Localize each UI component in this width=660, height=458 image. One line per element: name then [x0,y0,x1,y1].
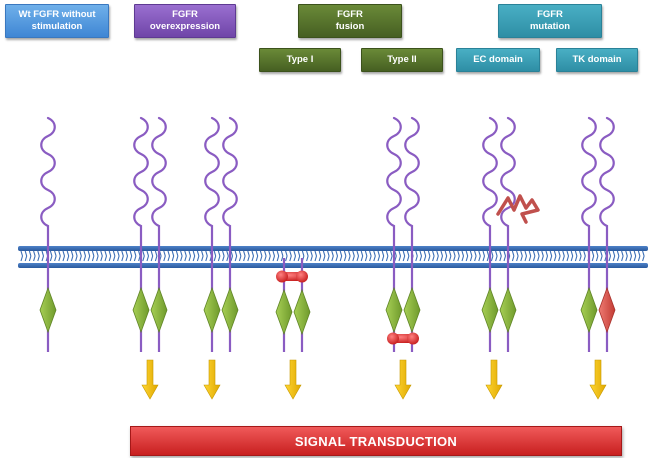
subcategory-ec-box: EC domain [456,48,540,72]
signal-transduction-label: SIGNAL TRANSDUCTION [294,433,458,449]
signal-arrow-4 [485,359,503,400]
signal-arrow-3 [394,359,412,400]
fusion-partner-type2 [387,332,419,345]
receptor-overexpression-2 [203,116,239,352]
receptor-fusion-type2 [385,116,421,352]
subcategory-tk-label: TK domain [572,54,622,65]
receptor-extracellular-mutation-tk-1 [599,116,615,248]
kinase-domain [580,286,598,334]
fusion-partner-type1 [276,270,308,283]
kinase-domain [132,286,150,334]
signal-arrow-5 [589,359,607,400]
signal-arrow-1 [203,359,221,400]
kinase-domain [221,286,239,334]
receptor-extracellular-mutation-ec-1 [500,116,516,248]
receptor-extracellular-mutation-ec-0 [482,116,498,248]
receptor-extracellular-wt-0 [40,116,56,248]
subcategory-type2-label: Type II [387,54,417,65]
kinase-domain [403,286,421,334]
category-overexpression-line1: FGFR [172,9,198,20]
receptor-extracellular-overexpression-1-0 [133,116,149,248]
receptor-extracellular-overexpression-1-1 [151,116,167,248]
kinase-domain [481,286,499,334]
receptor-extracellular-overexpression-2-1 [222,116,238,248]
kinase-domain [499,286,517,334]
kinase-domain [293,288,311,336]
receptor-extracellular-overexpression-2-0 [204,116,220,248]
kinase-domain [39,286,57,334]
signal-transduction-bar: SIGNAL TRANSDUCTION [130,426,622,456]
category-overexpression-box: FGFR overexpression [134,4,236,38]
kinase-domain [385,286,403,334]
subcategory-tk-box: TK domain [556,48,638,72]
receptor-extracellular-fusion-type2-1 [404,116,420,248]
cell-membrane [18,246,648,268]
kinase-domain-mutant [598,286,616,334]
category-fusion-box: FGFR fusion [298,4,402,38]
category-wt-line2: stimulation [31,21,83,32]
receptor-mutation-tk [580,116,616,352]
subcategory-type1-label: Type I [286,54,314,65]
category-mutation-box: FGFR mutation [498,4,602,38]
receptor-wt [39,116,57,352]
category-mutation-line2: mutation [529,21,571,32]
receptor-extracellular-fusion-type2-0 [386,116,402,248]
receptor-extracellular-mutation-tk-0 [581,116,597,248]
subcategory-type1-box: Type I [259,48,341,72]
category-overexpression-line2: overexpression [149,21,221,32]
signal-arrow-2 [284,359,302,400]
kinase-domain [203,286,221,334]
receptor-fusion-type1 [275,258,311,352]
signal-arrow-0 [141,359,159,400]
category-wt-box: Wt FGFR without stimulation [5,4,109,38]
ligand-squiggle [496,194,540,224]
category-mutation-line1: FGFR [537,9,563,20]
category-fusion-line2: fusion [335,21,365,32]
receptor-overexpression-1 [132,116,168,352]
category-wt-line1: Wt FGFR without [18,9,96,20]
kinase-domain [150,286,168,334]
subcategory-type2-box: Type II [361,48,443,72]
kinase-domain [275,288,293,336]
receptor-mutation-ec [481,116,517,352]
subcategory-ec-label: EC domain [473,54,523,65]
category-fusion-line1: FGFR [337,9,363,20]
